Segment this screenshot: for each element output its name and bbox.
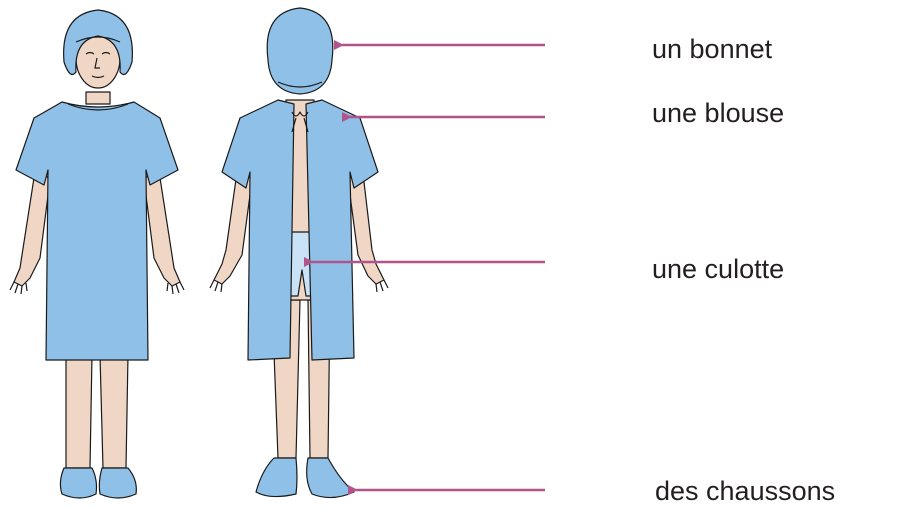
child-front-view-figure — [10, 10, 184, 498]
front-left-leg — [66, 355, 92, 468]
back-cap — [267, 8, 333, 94]
label-blouse: une blouse — [652, 100, 784, 127]
label-bonnet: un bonnet — [652, 36, 772, 63]
label-culotte: une culotte — [652, 256, 784, 283]
label-chaussons: des chaussons — [655, 478, 835, 505]
front-right-slipper — [99, 468, 136, 498]
back-left-slipper — [256, 458, 297, 497]
child-back-view-figure — [210, 8, 388, 498]
front-right-leg — [100, 355, 128, 468]
front-left-slipper — [60, 468, 96, 498]
back-right-slipper — [307, 458, 354, 498]
